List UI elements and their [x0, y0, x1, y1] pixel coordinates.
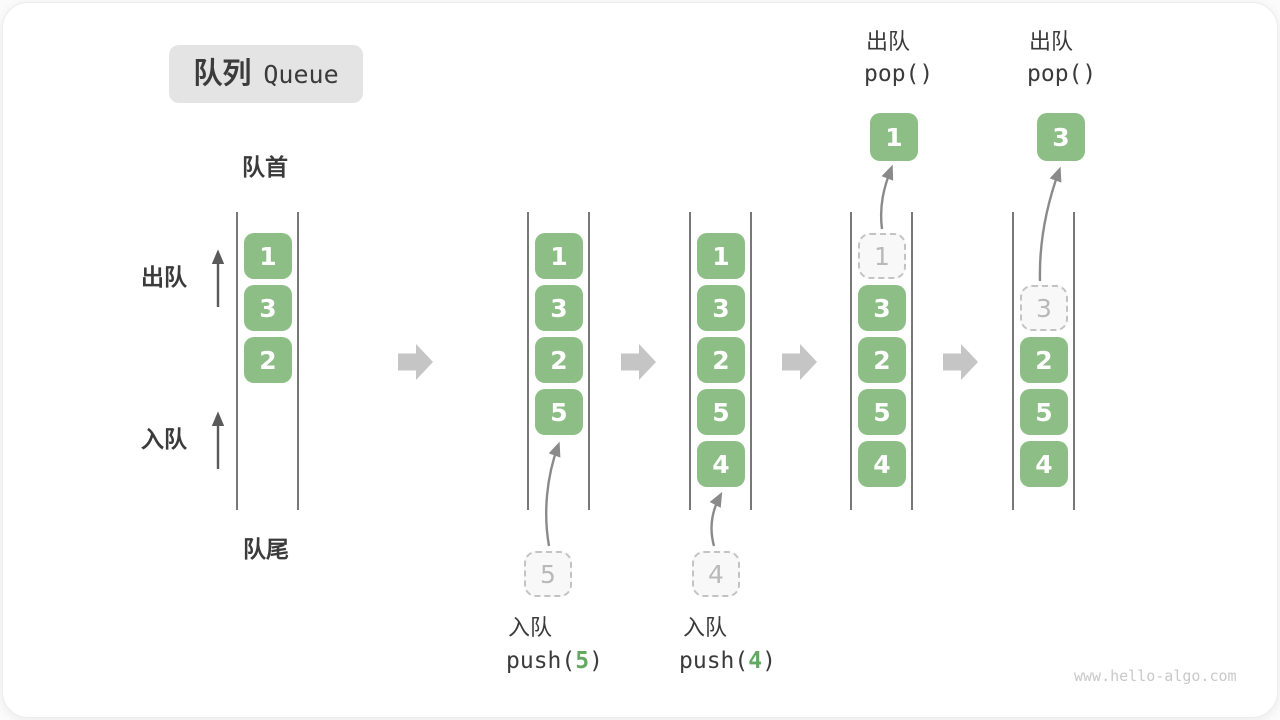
code-prefix: push(: [679, 648, 749, 674]
queue-cell: 5: [535, 389, 583, 435]
title-box: 队列 Queue: [169, 45, 363, 103]
queue-cell: 3: [244, 285, 292, 331]
popped-cell: 3: [1037, 113, 1085, 161]
queue-cell: 2: [244, 337, 292, 383]
front-label: 队首: [242, 154, 288, 180]
side-dequeue-label: 出队: [141, 264, 187, 290]
queue-cell: 3: [858, 285, 906, 331]
queue-cell: 1: [535, 233, 583, 279]
queue-cell: 3: [697, 285, 745, 331]
queue-cell: 2: [535, 337, 583, 383]
queue-cell: 5: [1020, 389, 1068, 435]
queue-cell: 4: [697, 441, 745, 487]
queue-cell: 1: [697, 233, 745, 279]
queue-cell: 4: [1020, 441, 1068, 487]
queue-cell: 3: [535, 285, 583, 331]
dequeue-op-code: pop(): [864, 61, 934, 87]
enqueue-op-label: 入队: [508, 615, 553, 640]
code-prefix: push(: [506, 648, 576, 674]
title-en: Queue: [263, 59, 339, 89]
code-suffix: ): [589, 648, 603, 674]
queue-cell: 2: [858, 337, 906, 383]
enqueue-op-label: 入队: [683, 615, 728, 640]
queue-cell: 5: [858, 389, 906, 435]
dequeue-op-code: pop(): [1027, 61, 1097, 87]
watermark: www.hello-algo.com: [1074, 667, 1237, 685]
staged-cell: 5: [524, 551, 572, 597]
code-suffix: ): [762, 648, 776, 674]
queue-cell: 2: [1020, 337, 1068, 383]
queue-cell-removed: 3: [1020, 285, 1068, 331]
staged-cell: 4: [692, 551, 740, 597]
code-arg: 5: [575, 648, 590, 674]
queue-cell: 4: [858, 441, 906, 487]
queue-cell-removed: 1: [858, 233, 906, 279]
title-zh: 队列: [193, 57, 252, 90]
queue-cell: 2: [697, 337, 745, 383]
popped-cell: 1: [870, 113, 918, 161]
enqueue-op-code: push(4): [679, 650, 776, 673]
code-arg: 4: [748, 648, 763, 674]
dequeue-op-label: 出队: [866, 29, 911, 54]
dequeue-op-label: 出队: [1029, 29, 1074, 54]
enqueue-op-code: push(5): [506, 650, 603, 673]
rear-label: 队尾: [243, 536, 289, 562]
side-enqueue-label: 入队: [141, 426, 187, 452]
queue-cell: 1: [244, 233, 292, 279]
queue-cell: 5: [697, 389, 745, 435]
